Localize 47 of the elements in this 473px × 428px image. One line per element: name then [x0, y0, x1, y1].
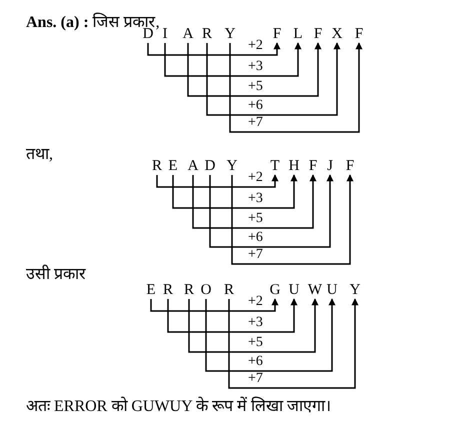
letter: J	[327, 159, 333, 174]
letter: L	[293, 27, 303, 42]
letter: X	[332, 27, 342, 42]
section-heading: तथा,	[26, 146, 53, 164]
conclusion-text: अतः ERROR को GUWUY के रूप में लिखा जाएगा।	[26, 398, 332, 416]
letter: R	[152, 159, 162, 174]
letter: D	[204, 159, 216, 174]
letter: I	[162, 27, 168, 42]
letter: T	[270, 159, 280, 174]
letter: E	[168, 159, 178, 174]
letter: Y	[224, 27, 236, 42]
section-heading: उसी प्रकार	[26, 266, 86, 284]
letter: F	[314, 27, 322, 42]
letter: R	[202, 27, 212, 42]
arrow	[192, 174, 316, 229]
letter: R	[163, 283, 173, 298]
arrow	[147, 42, 280, 56]
letter: F	[354, 27, 364, 42]
letter: R	[224, 283, 234, 298]
arrow	[231, 174, 354, 265]
arrow	[150, 298, 278, 312]
arrow	[167, 298, 298, 333]
letter: O	[200, 283, 212, 298]
arrow	[206, 42, 340, 116]
letter: W	[308, 283, 322, 298]
arrow	[209, 174, 334, 248]
letter: H	[288, 159, 300, 174]
letter: G	[270, 283, 280, 298]
arrow	[156, 174, 278, 188]
letter: F	[308, 159, 318, 174]
letter: R	[184, 283, 194, 298]
arrow	[172, 174, 298, 209]
arrow	[187, 42, 322, 97]
letter: E	[146, 283, 156, 298]
letter: F	[346, 159, 354, 174]
letter: Y	[350, 283, 360, 298]
arrow	[188, 298, 318, 353]
arrow	[205, 298, 336, 372]
letter: Y	[226, 159, 238, 174]
letter: U	[288, 283, 300, 298]
letter: A	[182, 27, 194, 42]
arrow	[229, 42, 362, 133]
arrow	[228, 298, 358, 389]
letter: A	[188, 159, 198, 174]
letter: U	[326, 283, 338, 298]
letter: F	[272, 27, 282, 42]
arrow	[164, 42, 302, 77]
